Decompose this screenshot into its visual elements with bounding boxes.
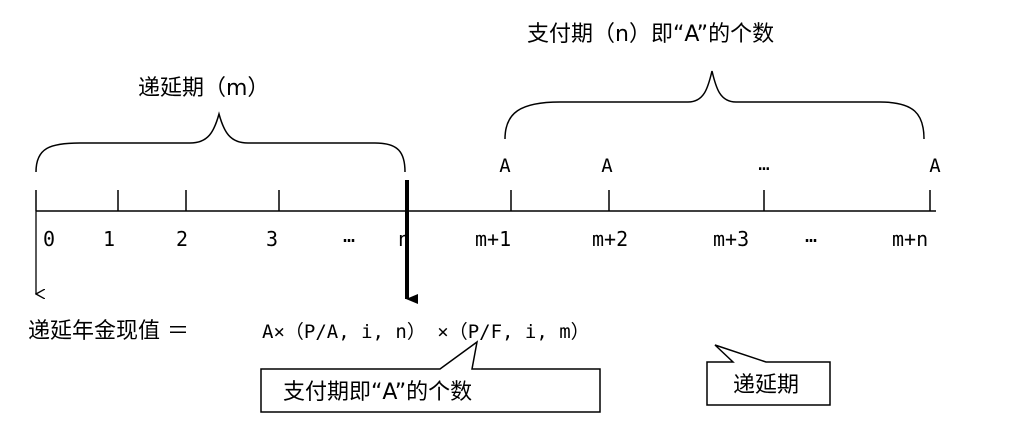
deferral-callout-text: 递延期 [733, 373, 799, 398]
tick-label-ellipsis-2: … [805, 223, 817, 247]
payment-marker-1: A [499, 155, 511, 177]
tick-label-3: 3 [266, 227, 278, 251]
tick-label-1: 1 [103, 227, 115, 251]
formula-prefix: 递延年金现值 ＝ [28, 319, 189, 344]
tick-label-m-plus-n: m+n [892, 227, 928, 251]
tick-label-2: 2 [176, 227, 188, 251]
payment-count-callout [260, 340, 601, 413]
payment-period-label: 支付期（n）即“A”的个数 [527, 22, 774, 47]
deferral-period-label: 递延期（m） [138, 76, 269, 101]
payment-count-callout-text: 支付期即“A”的个数 [283, 380, 472, 405]
payment-marker-2: A [601, 155, 613, 177]
formula-body: A×（P/A, i, n） ×（P/F, i, m） [262, 321, 590, 343]
tick-label-m-plus-3: m+3 [713, 227, 749, 251]
payment-marker-ellipsis: … [758, 153, 769, 175]
tick-label-m-plus-1: m+1 [475, 227, 511, 251]
tick-label-0: 0 [43, 227, 55, 251]
tick-label-m-plus-2: m+2 [592, 227, 628, 251]
deferral-callout [706, 344, 831, 406]
payment-marker-last: A [929, 155, 941, 177]
tick-label-ellipsis-1: … [343, 223, 355, 247]
deferral-brace [35, 111, 406, 173]
payment-brace [504, 70, 925, 140]
